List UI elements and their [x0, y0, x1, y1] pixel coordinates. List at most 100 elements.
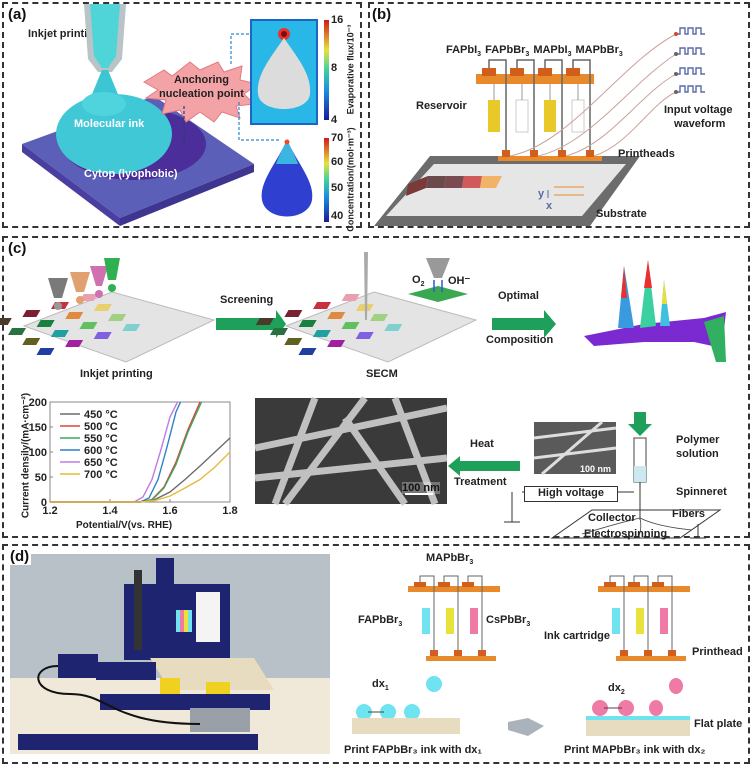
panel-a: (a) Inkjet printing [2, 2, 362, 232]
inkjet-printing-label-c: Inkjet printing [80, 368, 153, 380]
reservoir-2 [515, 99, 529, 133]
substrate-label: Substrate [596, 208, 647, 220]
panel-d-label: (d) [8, 548, 32, 565]
legend-label: 650 °C [84, 457, 118, 469]
spinneret-label: Spinneret [676, 486, 727, 498]
heat-treatment-arrow [448, 456, 520, 476]
optimal-label: Optimal [498, 290, 539, 302]
flat-plate-left [352, 718, 460, 734]
axis-y-label: y [538, 188, 545, 200]
concentration-map [261, 140, 313, 217]
heat-label: Heat [470, 438, 494, 450]
x-tick-label: 1.6 [162, 505, 177, 517]
polymer-label-2: solution [676, 448, 719, 460]
sample-array-plate-1 [22, 291, 216, 363]
y-tick-label: 100 [29, 447, 47, 459]
caption-left: Print FAPbBr₃ ink with dx₁ [344, 744, 482, 756]
conc-tick-50: 50 [331, 182, 344, 194]
treatment-label: Treatment [454, 476, 507, 488]
concentration-colorbar [324, 138, 329, 222]
panel-c-label: (c) [8, 240, 27, 257]
axis-x-label: x [546, 200, 553, 212]
optimal-arrow [492, 310, 556, 338]
printheads-label: Printheads [618, 148, 675, 160]
ink-fapbi3: FAPbI3 [446, 44, 482, 59]
reservoir-1 [488, 100, 500, 132]
x-tick-label: 1.4 [102, 505, 118, 517]
anchoring-label-1: Anchoring [174, 74, 229, 86]
input-voltage-label-1: Input voltage [664, 104, 733, 116]
ink-mapbbr3: MAPbBr3 [575, 44, 623, 59]
inkjet-printing-label: Inkjet printing [28, 28, 101, 40]
conc-tick-70: 70 [331, 132, 344, 144]
panel-c: (c) [0, 236, 750, 540]
secm-probe-cone [426, 258, 450, 278]
chart-x-axis-label: Potential/V(vs. RHE) [76, 520, 173, 531]
ink-mapbi3: MAPbI3 [533, 44, 572, 59]
secm-tip [364, 252, 368, 320]
down-arrow [628, 412, 652, 436]
cartridge-pink-left [470, 608, 478, 634]
ink-cartridge-label: Ink cartridge [544, 630, 611, 642]
ink-fapbbr3: FAPbBr3 [485, 44, 530, 59]
scale-bar-label-inset: 100 nm [580, 464, 612, 474]
flux-colorbar [324, 20, 329, 120]
fibers-label: Fibers [672, 508, 706, 520]
cartridge-yellow-left [446, 608, 454, 634]
legend-label: 700 °C [84, 469, 118, 481]
secm-label: SECM [366, 368, 398, 380]
panel-d: (d) [2, 544, 750, 764]
oh-label: OH⁻ [448, 275, 471, 287]
anchoring-starburst [143, 61, 260, 123]
multi-printhead-illustration [374, 27, 705, 226]
y-tick-label: 150 [29, 422, 47, 434]
caption-right: Print MAPbBr₃ ink with dx₂ [564, 744, 706, 756]
composition-surface-plot [584, 312, 726, 348]
cartridge-yellow-right [636, 608, 644, 634]
inkjet-droplet-illustration [22, 4, 329, 226]
flux-tick-8: 8 [331, 62, 338, 74]
color-squares-2 [255, 294, 403, 355]
fapbbr3-label: FAPbBr3 [358, 614, 403, 629]
electrospinning-label: Electrospinning [584, 528, 668, 540]
legend-label: 600 °C [84, 445, 118, 457]
input-voltage-label-2: waveform [674, 118, 726, 130]
ink-cones [48, 258, 120, 310]
flat-plate-label: Flat plate [694, 718, 743, 730]
electrospinning-illustration [504, 412, 722, 539]
electrode-plate [408, 286, 468, 302]
cspbbr3-label: CsPbBr3 [486, 614, 531, 629]
x-tick-label: 1.8 [222, 505, 237, 517]
mapbbr3-label: MAPbBr3 [426, 552, 474, 567]
flux-axis-label: Evaporative flux/10⁻³ [345, 24, 356, 115]
panel-b-label: (b) [372, 6, 392, 23]
reservoir-label: Reservoir [416, 100, 467, 112]
x-tick-label: 1.2 [42, 505, 57, 517]
flux-tick-4: 4 [331, 114, 338, 126]
conc-tick-60: 60 [331, 156, 344, 168]
collector-plate [550, 509, 722, 539]
composition-label: Composition [486, 334, 554, 346]
legend-label: 450 °C [84, 409, 118, 421]
molecular-ink-droplet [56, 94, 172, 174]
cartridge-pink-right [660, 608, 668, 634]
sequential-printing-illustration [352, 575, 690, 736]
voltage-waveforms [676, 27, 705, 93]
reservoir-3 [544, 100, 556, 132]
screening-workflow-illustration [0, 252, 726, 363]
y-tick-label: 200 [29, 397, 47, 409]
process-arrow [508, 718, 544, 736]
cartridge-cyan-right [612, 608, 620, 634]
anchoring-label-2: nucleation point [159, 88, 244, 100]
series-line-700 [50, 451, 231, 503]
sample-array-plate-2 [284, 291, 478, 363]
panel-a-label: (a) [8, 6, 27, 23]
ink-labels: FAPbI3 FAPbBr3 MAPbI3 MAPbBr3 [446, 44, 623, 58]
cytop-label: Cytop (lyophobic) [84, 168, 178, 180]
printhead-label: Printhead [692, 646, 743, 658]
plot-frame [49, 401, 231, 503]
chart-y-axis-label: Current densily/(mA·cm⁻²) [20, 392, 32, 519]
legend-label: 500 °C [84, 421, 118, 433]
molecular-ink-label: Molecular ink [74, 118, 145, 130]
